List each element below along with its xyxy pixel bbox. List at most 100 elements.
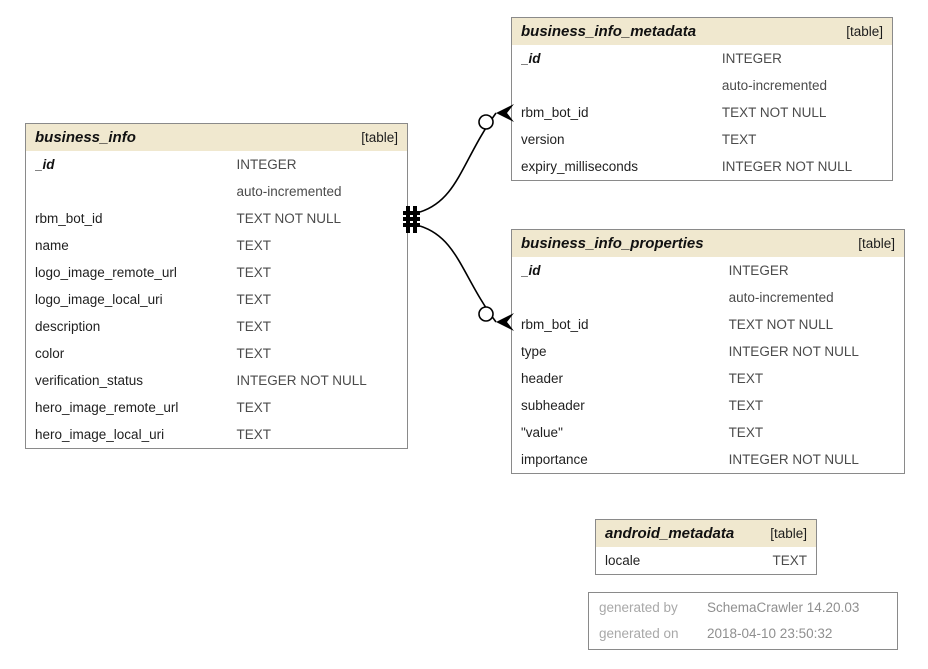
column-name: expiry_milliseconds	[521, 159, 639, 174]
column-name	[521, 284, 729, 311]
column-name: type	[521, 344, 547, 359]
column-name: "value"	[521, 425, 563, 440]
table-row: auto-incremented	[512, 284, 904, 311]
table-row: rbm_bot_id TEXT NOT NULL	[512, 99, 892, 126]
column-type: INTEGER	[721, 51, 782, 66]
generated-info-box: generated by SchemaCrawler 14.20.03 gene…	[588, 592, 898, 650]
table-android_metadata: android_metadata [table] locale TEXT	[595, 519, 817, 575]
column-type: auto-incremented	[721, 78, 827, 93]
table-row: expiry_milliseconds INTEGER NOT NULL	[512, 153, 892, 180]
table-rows: _id INTEGER auto-incremented rbm_bot_id …	[512, 45, 892, 180]
table-header: business_info [table]	[26, 124, 407, 151]
table-row: rbm_bot_id TEXT NOT NULL	[512, 311, 904, 338]
table-tag: [table]	[846, 24, 883, 39]
column-type: TEXT	[772, 553, 807, 568]
column-name: _id	[521, 263, 541, 278]
table-business_info: business_info [table] _id INTEGER auto-i…	[25, 123, 408, 449]
table-row: hero_image_remote_url TEXT	[26, 394, 407, 421]
column-name: version	[521, 132, 565, 147]
table-business_info_properties: business_info_properties [table] _id INT…	[511, 229, 905, 474]
table-row: _id INTEGER	[26, 151, 407, 178]
table-row: subheader TEXT	[512, 392, 904, 419]
column-name	[35, 178, 236, 205]
column-type: INTEGER NOT NULL	[236, 373, 367, 388]
table-row: color TEXT	[26, 340, 407, 367]
column-type: TEXT	[236, 319, 271, 334]
column-name: rbm_bot_id	[35, 211, 103, 226]
column-name: _id	[521, 51, 541, 66]
column-name: importance	[521, 452, 588, 467]
table-title: business_info	[35, 129, 136, 146]
table-row: description TEXT	[26, 313, 407, 340]
zero-one-circle-icon	[478, 114, 494, 130]
column-name: logo_image_remote_url	[35, 265, 177, 280]
column-type: INTEGER	[236, 157, 297, 172]
table-row: logo_image_remote_url TEXT	[26, 259, 407, 286]
generated-by-row: generated by SchemaCrawler 14.20.03	[599, 595, 887, 621]
table-row: _id INTEGER	[512, 45, 892, 72]
column-name: name	[35, 238, 69, 253]
column-name: color	[35, 346, 65, 361]
table-title: business_info_metadata	[521, 23, 697, 40]
table-tag: [table]	[770, 526, 807, 541]
column-type: TEXT	[236, 238, 271, 253]
table-row: auto-incremented	[26, 178, 407, 205]
column-name: header	[521, 371, 564, 386]
table-rows: _id INTEGER auto-incremented rbm_bot_id …	[512, 257, 904, 473]
column-name	[521, 72, 722, 99]
column-type: TEXT NOT NULL	[236, 211, 341, 226]
table-row: rbm_bot_id TEXT NOT NULL	[26, 205, 407, 232]
column-type: TEXT	[236, 292, 271, 307]
table-row: type INTEGER NOT NULL	[512, 338, 904, 365]
zero-one-circle-icon	[478, 306, 494, 322]
column-type: TEXT NOT NULL	[721, 105, 827, 120]
column-type: INTEGER NOT NULL	[728, 344, 859, 359]
column-name: hero_image_local_uri	[35, 427, 165, 442]
fk-line-metadata	[419, 112, 497, 213]
column-name: locale	[605, 553, 641, 568]
column-type: TEXT NOT NULL	[728, 317, 834, 332]
column-type: TEXT	[236, 400, 271, 415]
column-type: TEXT	[728, 371, 764, 386]
column-name: hero_image_remote_url	[35, 400, 179, 415]
column-type: TEXT	[721, 132, 757, 147]
table-title: android_metadata	[605, 525, 735, 542]
table-row: verification_status INTEGER NOT NULL	[26, 367, 407, 394]
column-type: auto-incremented	[236, 184, 342, 199]
table-row: logo_image_local_uri TEXT	[26, 286, 407, 313]
table-row: name TEXT	[26, 232, 407, 259]
generated-by-value: SchemaCrawler 14.20.03	[707, 600, 860, 615]
fk-line-properties	[419, 225, 497, 323]
table-row: hero_image_local_uri TEXT	[26, 421, 407, 448]
table-rows: _id INTEGER auto-incremented rbm_bot_id …	[26, 151, 407, 448]
column-name: logo_image_local_uri	[35, 292, 163, 307]
table-business_info_metadata: business_info_metadata [table] _id INTEG…	[511, 17, 893, 181]
column-type: INTEGER	[728, 263, 789, 278]
table-row: _id INTEGER	[512, 257, 904, 284]
column-type: TEXT	[236, 265, 271, 280]
table-row: importance INTEGER NOT NULL	[512, 446, 904, 473]
table-row: locale TEXT	[596, 547, 816, 574]
column-type: INTEGER NOT NULL	[728, 452, 859, 467]
generated-by-label: generated by	[599, 600, 678, 615]
column-type: TEXT	[236, 346, 271, 361]
table-row: "value" TEXT	[512, 419, 904, 446]
column-type: auto-incremented	[728, 290, 834, 305]
column-name: verification_status	[35, 373, 144, 388]
table-header: business_info_properties [table]	[512, 230, 904, 257]
column-name: rbm_bot_id	[521, 105, 589, 120]
table-header: android_metadata [table]	[596, 520, 816, 547]
column-type: TEXT	[728, 398, 764, 413]
table-row: auto-incremented	[512, 72, 892, 99]
column-name: description	[35, 319, 101, 334]
column-type: TEXT	[236, 427, 271, 442]
generated-on-label: generated on	[599, 626, 679, 641]
column-name: subheader	[521, 398, 585, 413]
table-title: business_info_properties	[521, 235, 704, 252]
table-row: version TEXT	[512, 126, 892, 153]
column-name: _id	[35, 157, 55, 172]
table-tag: [table]	[858, 236, 895, 251]
column-type: INTEGER NOT NULL	[721, 159, 853, 174]
table-header: business_info_metadata [table]	[512, 18, 892, 45]
